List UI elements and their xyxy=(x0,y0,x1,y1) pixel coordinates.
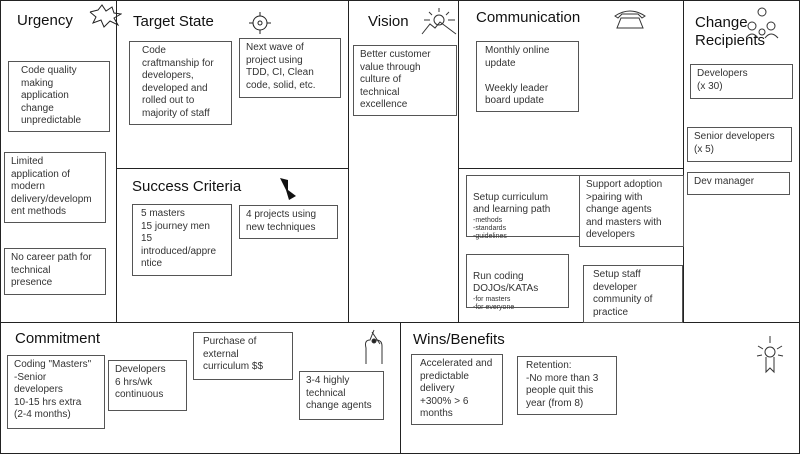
panel-title: Commitment xyxy=(15,330,101,347)
note-card: Dev manager xyxy=(687,172,790,195)
telephone-icon xyxy=(614,10,646,29)
sun-mountain-icon xyxy=(421,8,457,35)
note-card: Code craftmanship for developers, develo… xyxy=(129,41,232,125)
note-card: Support adoption >pairing with change ag… xyxy=(579,175,684,247)
note-main: Setup curriculum and learning path xyxy=(473,191,551,216)
note-card: Developers 6 hrs/wk continuous xyxy=(108,360,187,411)
note-card: Developers (x 30) xyxy=(690,64,793,99)
people-network-icon xyxy=(745,7,779,39)
crossed-fingers-icon xyxy=(365,329,383,364)
divider xyxy=(348,0,349,322)
arrow-icon xyxy=(280,178,296,200)
note-card: Limited application of modern delivery/d… xyxy=(4,152,106,223)
note-card: Next wave of project using TDD, CI, Clea… xyxy=(239,38,341,98)
note-card: No career path for technical presence xyxy=(4,248,106,295)
award-ribbon-icon xyxy=(756,336,784,374)
panel-title: Urgency xyxy=(17,12,73,29)
panel-title: Target State xyxy=(133,13,214,30)
note-card: Setup curriculum and learning path -meth… xyxy=(466,175,581,240)
note-sub: -methods -standards -guidelines xyxy=(473,216,507,240)
panel-title: Vision xyxy=(368,13,409,30)
note-card: Better customer value through culture of… xyxy=(353,45,457,116)
note-card: Retention: -No more than 3 people quit t… xyxy=(517,356,617,415)
note-card: 5 masters 15 journey men 15 introduced/a… xyxy=(132,204,232,276)
note-card: 3-4 highly technical change agents xyxy=(299,371,384,420)
note-card: Monthly online update Weekly leader boar… xyxy=(476,41,579,112)
panel-title: Wins/Benefits xyxy=(413,331,505,348)
note-sub: -for masters -for everyone xyxy=(473,295,515,311)
divider xyxy=(683,0,684,322)
note-card: Run coding DOJOs/KATAs -for masters -for… xyxy=(466,254,569,311)
explosion-icon xyxy=(89,4,122,28)
divider xyxy=(458,0,459,322)
divider xyxy=(116,0,117,322)
panel-title: Success Criteria xyxy=(132,178,242,195)
divider xyxy=(400,322,401,454)
panel-title: Communication xyxy=(476,9,581,26)
note-card: Code quality making application change u… xyxy=(8,61,110,132)
note-card: Purchase of external curriculum $$ xyxy=(193,332,293,380)
note-main: Run coding DOJOs/KATAs xyxy=(473,270,539,295)
divider xyxy=(116,168,348,169)
target-icon xyxy=(249,12,271,34)
divider xyxy=(458,168,683,169)
note-card: Senior developers (x 5) xyxy=(687,127,792,162)
note-card: Coding "Masters" -Senior developers 10-1… xyxy=(7,355,105,429)
note-card: Setup staff developer community of pract… xyxy=(583,265,683,323)
note-card: 4 projects using new techniques xyxy=(239,205,338,239)
note-card: Accelerated and predictable delivery +30… xyxy=(411,354,503,425)
